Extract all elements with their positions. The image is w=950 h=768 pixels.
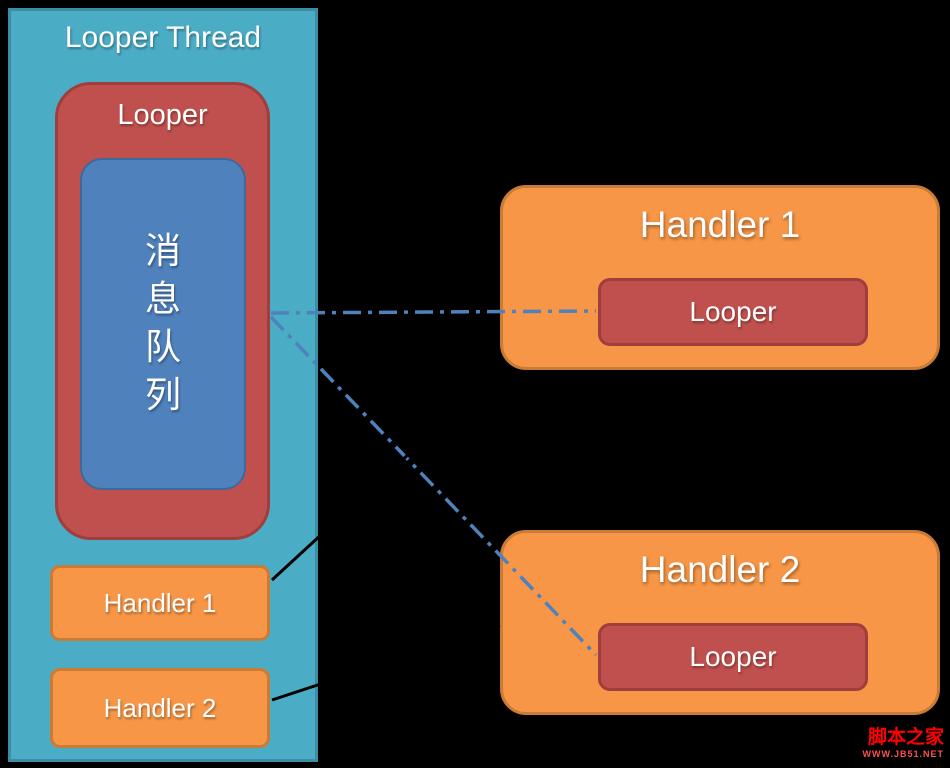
right-handler-1-looper-box: Looper [598, 278, 868, 346]
left-handler-2-box: Handler 2 [50, 668, 270, 748]
queue-char: 消 [144, 231, 181, 272]
right-handler-2-box: Handler 2 Looper [500, 530, 940, 715]
left-handler-1-label: Handler 1 [103, 587, 217, 618]
looper-thread-title: Looper Thread [64, 21, 262, 54]
message-queue-box: 消 息 队 列 [80, 158, 246, 490]
right-handler-2-title: Handler 2 [639, 549, 801, 590]
left-handler-1-box: Handler 1 [50, 565, 270, 641]
left-handler-2-label: Handler 2 [103, 692, 217, 723]
queue-char: 列 [144, 375, 181, 416]
right-handler-1-title: Handler 1 [639, 204, 801, 245]
right-handler-1-looper-label: Looper [689, 296, 777, 327]
looper-label: Looper [117, 99, 208, 131]
right-handler-2-looper-label: Looper [689, 641, 777, 672]
right-handler-2-looper-box: Looper [598, 623, 868, 691]
right-handler-1-box: Handler 1 Looper [500, 185, 940, 370]
watermark: 脚本之家 WWW.JB51.NET [862, 728, 944, 760]
looper-box: Looper 消 息 队 列 [55, 82, 270, 540]
watermark-site-name: 脚本之家 [867, 727, 944, 748]
queue-char: 队 [144, 327, 181, 368]
watermark-site-url: WWW.JB51.NET [862, 749, 944, 759]
queue-char: 息 [144, 279, 181, 320]
looper-thread-box: Looper Thread Looper 消 息 队 列 Handler 1 H… [8, 8, 318, 762]
